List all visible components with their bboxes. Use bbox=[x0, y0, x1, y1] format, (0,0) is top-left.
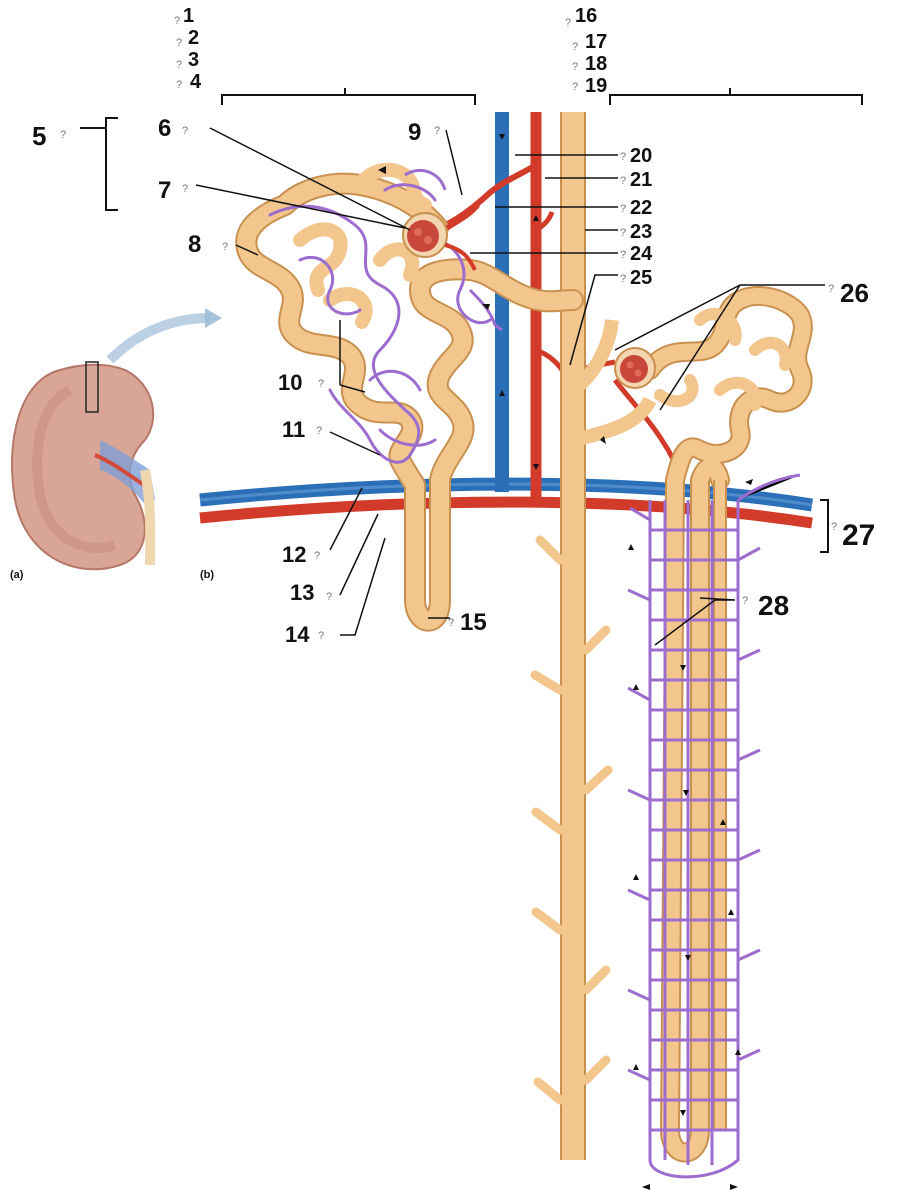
svg-text:?: ? bbox=[565, 17, 571, 29]
collecting-duct bbox=[530, 112, 657, 1160]
callout-12: 12 bbox=[282, 542, 306, 567]
brackets bbox=[80, 88, 863, 553]
question-marks: ? ? ? ? ? ? ? ? ? ? ? ? ? ? ? ? ? ? ? ? … bbox=[60, 15, 837, 642]
kidney-thumbnail: (a) bbox=[10, 308, 222, 581]
svg-text:?: ? bbox=[182, 125, 188, 137]
callout-6: 6 bbox=[158, 115, 171, 142]
callout-14: 14 bbox=[285, 622, 310, 647]
callout-8: 8 bbox=[188, 231, 201, 258]
callout-20: 20 bbox=[630, 145, 652, 167]
callout-28: 28 bbox=[758, 590, 789, 621]
svg-text:?: ? bbox=[828, 283, 834, 295]
callout-3: 3 bbox=[188, 49, 199, 71]
callout-labels: 1 2 3 4 5 6 7 8 9 10 11 12 13 14 15 16 1… bbox=[32, 5, 875, 647]
callout-27: 27 bbox=[842, 519, 875, 552]
svg-text:?: ? bbox=[176, 37, 182, 49]
callout-17: 17 bbox=[585, 31, 607, 53]
svg-text:?: ? bbox=[176, 79, 182, 91]
svg-text:?: ? bbox=[620, 203, 626, 215]
svg-text:?: ? bbox=[572, 81, 578, 93]
flow-arrows bbox=[378, 134, 753, 1190]
svg-text:?: ? bbox=[326, 591, 332, 603]
callout-26: 26 bbox=[840, 278, 869, 308]
svg-text:?: ? bbox=[318, 378, 324, 390]
cortical-nephron bbox=[235, 162, 584, 632]
svg-text:?: ? bbox=[318, 630, 324, 642]
svg-text:?: ? bbox=[572, 41, 578, 53]
callout-1: 1 bbox=[183, 5, 194, 27]
callout-5: 5 bbox=[32, 121, 46, 151]
svg-text:?: ? bbox=[742, 595, 748, 607]
svg-text:?: ? bbox=[316, 425, 322, 437]
svg-text:?: ? bbox=[620, 175, 626, 187]
callout-9: 9 bbox=[408, 119, 421, 146]
svg-text:?: ? bbox=[60, 129, 66, 141]
svg-text:?: ? bbox=[314, 550, 320, 562]
callout-2: 2 bbox=[188, 27, 199, 49]
svg-text:?: ? bbox=[176, 59, 182, 71]
callout-18: 18 bbox=[585, 53, 607, 75]
panel-label-b: (b) bbox=[200, 569, 214, 581]
svg-text:?: ? bbox=[620, 249, 626, 261]
callout-19: 19 bbox=[585, 75, 607, 97]
panel-label-a: (a) bbox=[10, 569, 24, 581]
vasa-recta-rungs bbox=[627, 473, 801, 1165]
callout-23: 23 bbox=[630, 221, 652, 243]
svg-text:?: ? bbox=[620, 227, 626, 239]
svg-text:?: ? bbox=[182, 183, 188, 195]
callout-21: 21 bbox=[630, 169, 652, 191]
leader-lines bbox=[195, 127, 825, 646]
svg-text:?: ? bbox=[434, 125, 440, 137]
svg-text:?: ? bbox=[448, 617, 454, 629]
svg-text:?: ? bbox=[620, 151, 626, 163]
callout-25: 25 bbox=[630, 267, 652, 289]
callout-16: 16 bbox=[575, 5, 597, 27]
svg-text:?: ? bbox=[572, 61, 578, 73]
svg-text:?: ? bbox=[831, 521, 837, 533]
callout-10: 10 bbox=[278, 370, 302, 395]
svg-text:?: ? bbox=[174, 15, 180, 27]
callout-7: 7 bbox=[158, 177, 171, 204]
callout-24: 24 bbox=[630, 243, 653, 265]
callout-15: 15 bbox=[460, 609, 487, 636]
svg-text:?: ? bbox=[620, 273, 626, 285]
callout-22: 22 bbox=[630, 197, 652, 219]
callout-13: 13 bbox=[290, 580, 314, 605]
callout-11: 11 bbox=[282, 417, 305, 442]
callout-4: 4 bbox=[190, 71, 202, 93]
juxtamedullary-nephron bbox=[614, 286, 813, 1179]
svg-text:?: ? bbox=[222, 241, 228, 253]
